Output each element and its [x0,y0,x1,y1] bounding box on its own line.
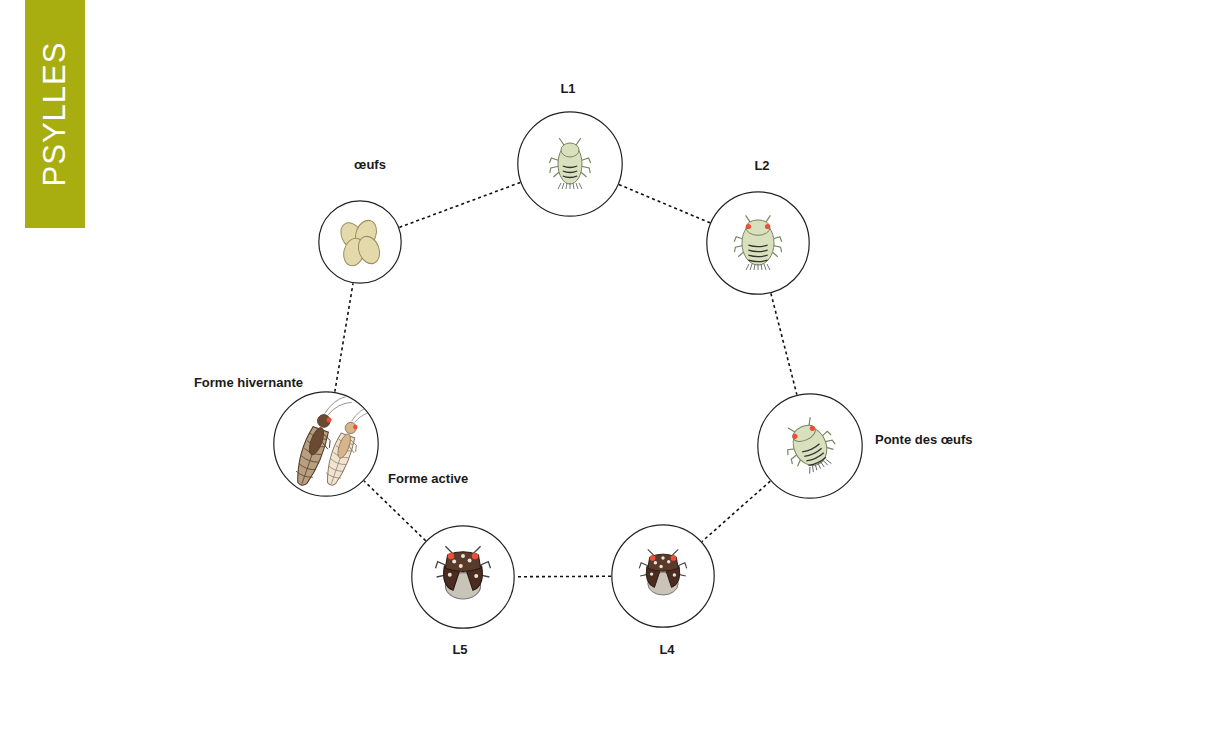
circle-outline [318,200,402,284]
stage-label: œufs [354,157,386,173]
insect-illustration [336,217,383,268]
stage-circle: L4 [611,524,715,628]
insect-illustration [549,138,590,189]
circle-outline [273,391,379,497]
insect-illustration [291,389,377,492]
stage-circle: L2 [706,191,810,295]
stage-label: L2 [754,158,769,174]
dashed-connector [702,481,770,541]
dashed-connector [399,182,520,227]
stage-circle: Forme hivernanteForme active [273,391,379,497]
dashed-connector [364,481,426,541]
stage-circle: Ponte des œufs [757,393,863,499]
dashed-connector [515,575,611,577]
stage-label: L1 [560,81,575,97]
stage-circle: L5 [411,525,515,629]
stage-label: Forme hivernante [194,375,303,391]
insect-illustration [777,412,842,478]
title-band: PSYLLES [25,0,85,228]
insect-illustration [734,215,782,270]
insect-illustration [639,549,687,595]
dashed-connector [771,293,797,394]
dashed-connector [619,185,710,223]
stage-label: L5 [452,642,467,658]
circle-outline [411,525,515,629]
title: PSYLLES [37,42,73,187]
circle-outline [611,524,715,628]
stage-label: L4 [659,642,674,658]
circle-outline [517,111,623,217]
stage-circle: œufs [318,200,402,284]
circle-outline [706,191,810,295]
stage-circle: L1 [517,111,623,217]
insect-illustration [436,546,491,599]
dashed-connector [335,283,353,391]
stage-label: Forme active [388,471,468,487]
circle-outline [757,393,863,499]
stage-label: Ponte des œufs [875,432,973,448]
